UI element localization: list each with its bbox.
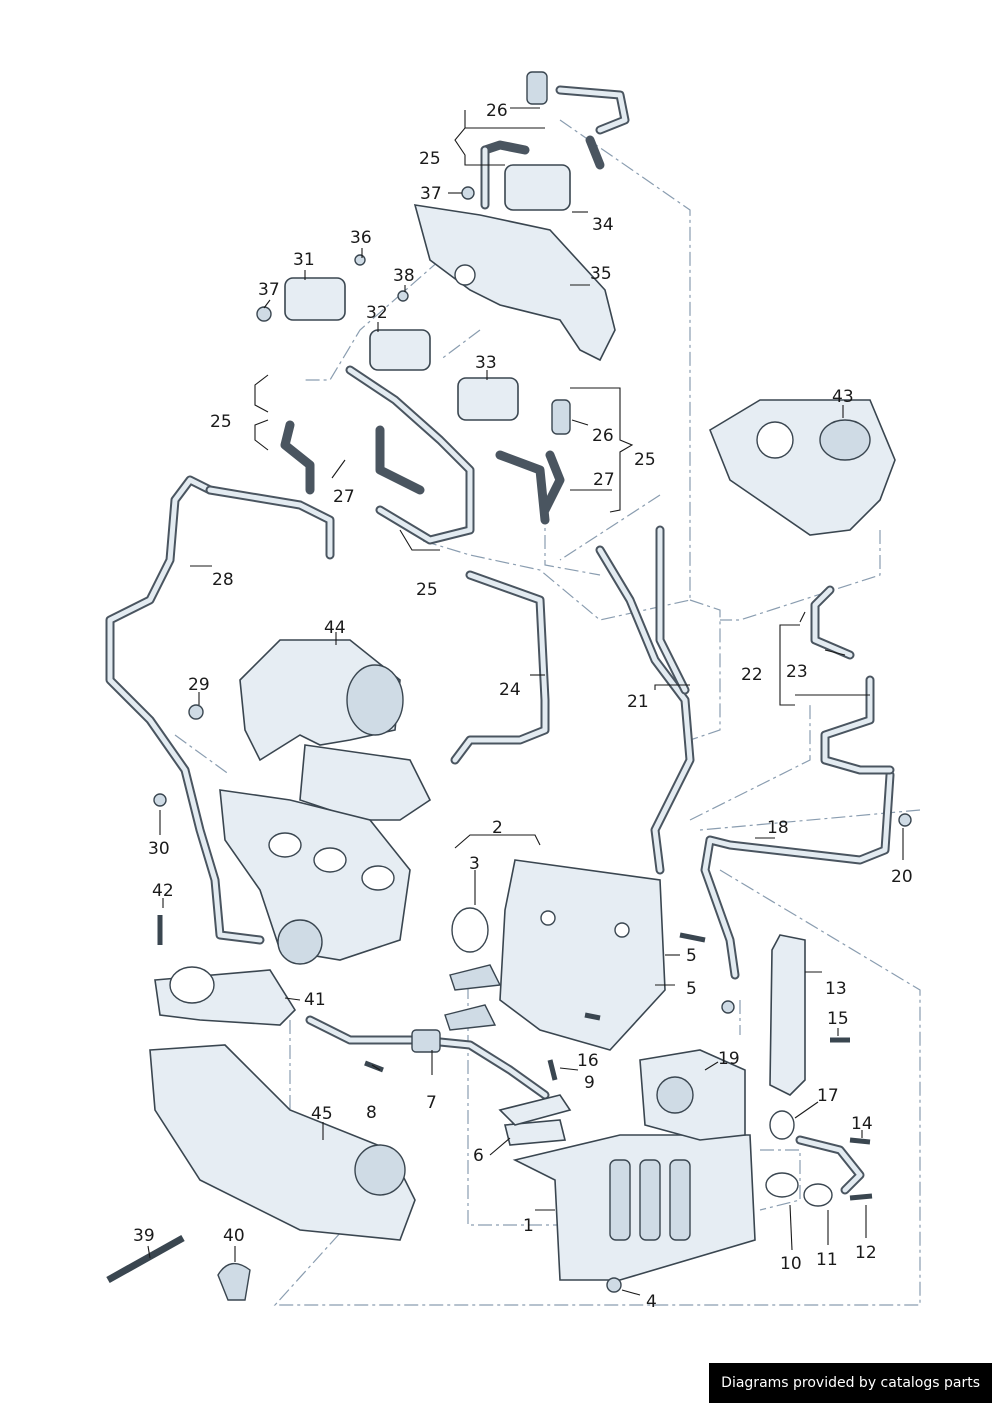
pipes xyxy=(105,85,895,1100)
callout-5: 5 xyxy=(686,979,697,999)
callout-16: 16 xyxy=(577,1051,599,1071)
callout-25: 25 xyxy=(210,412,232,432)
callout-35: 35 xyxy=(590,264,612,284)
callout-30: 30 xyxy=(148,839,170,859)
callout-19: 19 xyxy=(718,1049,740,1069)
callout-10: 10 xyxy=(780,1254,802,1274)
callout-2: 2 xyxy=(492,818,503,838)
callout-34: 34 xyxy=(592,215,614,235)
callout-3: 3 xyxy=(469,854,480,874)
callout-23: 23 xyxy=(786,662,808,682)
callout-42: 42 xyxy=(152,881,174,901)
callout-12: 12 xyxy=(855,1243,877,1263)
callout-40: 40 xyxy=(223,1226,245,1246)
callout-22: 22 xyxy=(741,665,763,685)
callout-25: 25 xyxy=(419,149,441,169)
callout-17: 17 xyxy=(817,1086,839,1106)
credit-banner: Diagrams provided by catalogs parts xyxy=(709,1363,992,1403)
callout-26: 26 xyxy=(592,426,614,446)
callout-28: 28 xyxy=(212,570,234,590)
callout-20: 20 xyxy=(891,867,913,887)
callout-26: 26 xyxy=(486,101,508,121)
callout-29: 29 xyxy=(188,675,210,695)
callout-5: 5 xyxy=(686,946,697,966)
callout-25: 25 xyxy=(634,450,656,470)
callout-37: 37 xyxy=(258,280,280,300)
callout-15: 15 xyxy=(827,1009,849,1029)
callout-45: 45 xyxy=(311,1104,333,1124)
callout-32: 32 xyxy=(366,303,388,323)
callout-24: 24 xyxy=(499,680,521,700)
fasteners xyxy=(106,186,912,1301)
callout-38: 38 xyxy=(393,266,415,286)
callout-41: 41 xyxy=(304,990,326,1010)
callout-43: 43 xyxy=(832,387,854,407)
callout-labels: 26 25 37 34 36 31 35 38 37 32 33 25 26 2… xyxy=(133,101,913,1312)
callout-13: 13 xyxy=(825,979,847,999)
callout-36: 36 xyxy=(350,228,372,248)
callout-33: 33 xyxy=(475,353,497,373)
callout-8: 8 xyxy=(366,1103,377,1123)
callout-27: 27 xyxy=(333,487,355,507)
callout-31: 31 xyxy=(293,250,315,270)
callout-18: 18 xyxy=(767,818,789,838)
callout-21: 21 xyxy=(627,692,649,712)
callout-11: 11 xyxy=(816,1250,838,1270)
callout-7: 7 xyxy=(426,1093,437,1113)
components xyxy=(149,71,896,1281)
callout-44: 44 xyxy=(324,618,346,638)
callout-1: 1 xyxy=(523,1216,534,1236)
callout-9: 9 xyxy=(584,1073,595,1093)
callout-6: 6 xyxy=(473,1146,484,1166)
callout-27: 27 xyxy=(593,470,615,490)
callout-39: 39 xyxy=(133,1226,155,1246)
callout-37: 37 xyxy=(420,184,442,204)
callout-14: 14 xyxy=(851,1114,873,1134)
leader-lines xyxy=(147,107,904,1296)
callout-25: 25 xyxy=(416,580,438,600)
callout-4: 4 xyxy=(646,1292,657,1312)
